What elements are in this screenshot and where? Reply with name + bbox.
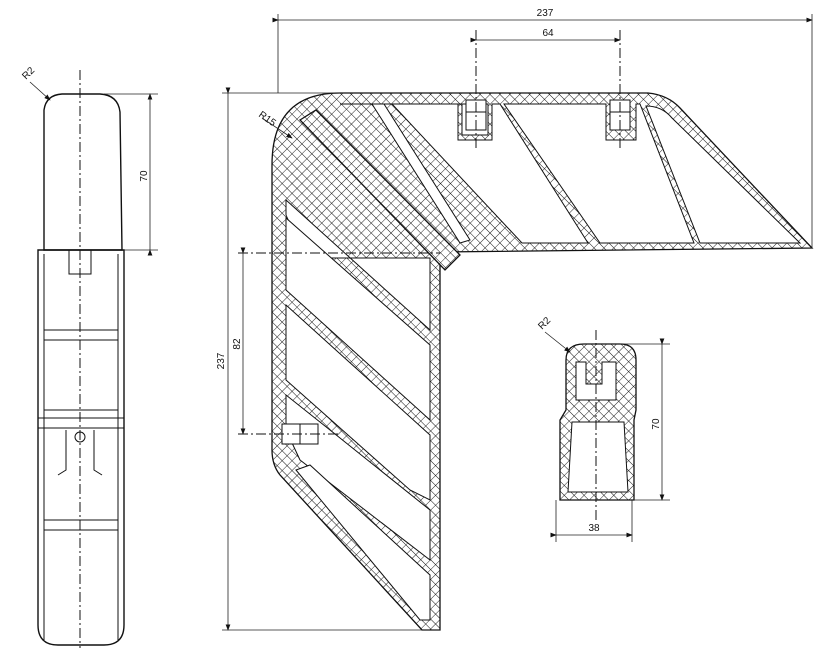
side-cap-outline <box>43 93 123 251</box>
radius-side-view: R2 <box>20 65 37 82</box>
chamber <box>285 216 431 422</box>
chamber <box>390 103 589 244</box>
chamber <box>371 103 471 244</box>
main-corner-profile: 237 64 237 82 R15 <box>216 8 814 631</box>
cross-section: 70 38 R2 <box>536 315 670 542</box>
chamber <box>645 105 802 244</box>
dim-section-width: 38 <box>588 523 600 534</box>
dim-insert-spacing: 64 <box>542 28 554 39</box>
dim-main-width: 237 <box>537 8 554 19</box>
dim-insert-offset: 82 <box>232 338 243 350</box>
side-view: 70 R2 <box>20 65 158 648</box>
chamber <box>503 103 695 244</box>
chamber <box>295 464 431 621</box>
dim-side-cap-height: 70 <box>139 170 150 182</box>
chamber <box>285 303 431 501</box>
corner-rib <box>298 109 461 271</box>
dim-main-height: 237 <box>216 352 227 369</box>
side-body-outline <box>37 249 125 646</box>
radius-section: R2 <box>536 315 553 332</box>
dim-section-height: 70 <box>651 418 662 430</box>
